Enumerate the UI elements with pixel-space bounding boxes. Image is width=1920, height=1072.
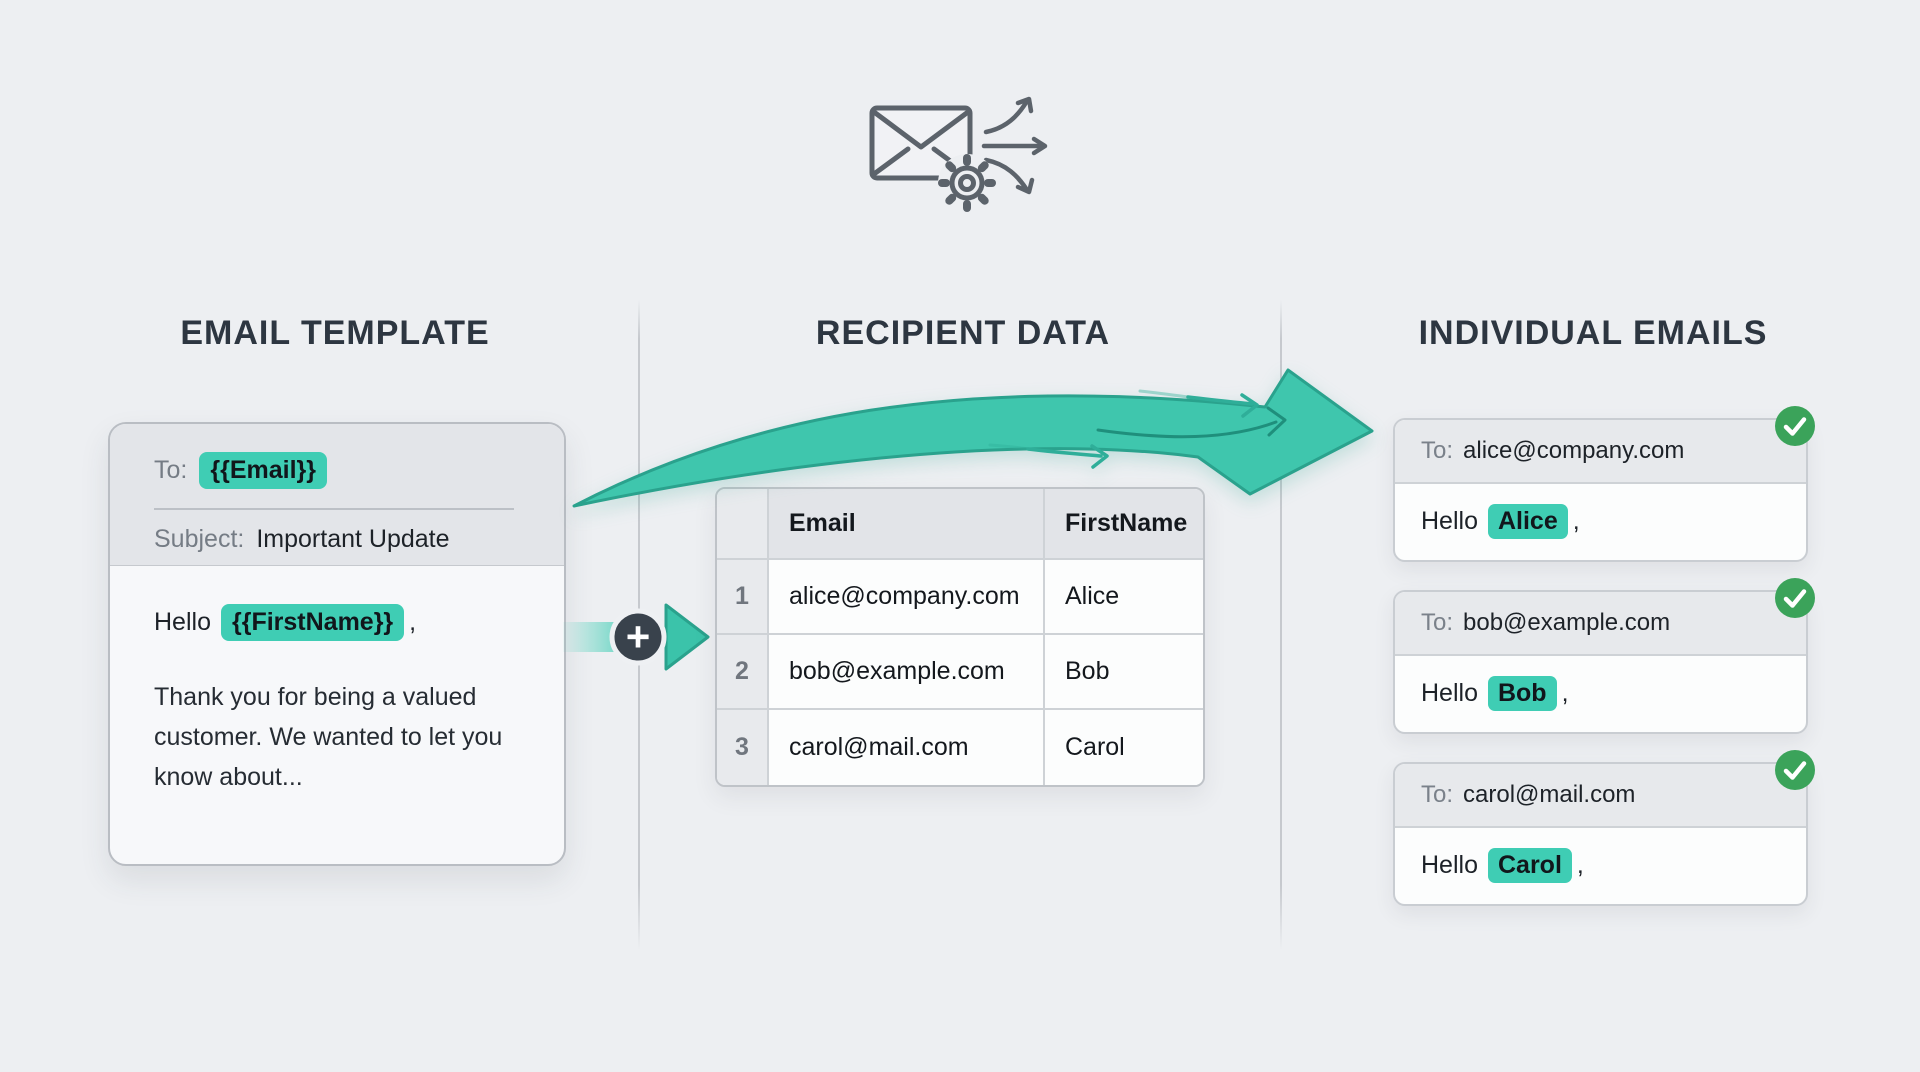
to-label: To: (1421, 437, 1454, 464)
to-value: bob@example.com (1463, 609, 1671, 636)
heading-email-template: EMAIL TEMPLATE (180, 314, 490, 352)
check-icon (1783, 589, 1807, 608)
email-card-header: To: bob@example.com (1395, 592, 1806, 656)
greeting-prefix: Hello (1421, 850, 1478, 879)
recipient-table: Email FirstName 1 alice@company.com Alic… (715, 487, 1205, 787)
heading-recipient-data: RECIPIENT DATA (815, 314, 1111, 352)
email-card-body: Hello Bob , (1395, 656, 1806, 730)
email-template-card: To: {{Email}} Subject: Important Update H… (108, 422, 566, 866)
subject-label: Subject: (154, 525, 245, 553)
greeting-suffix: , (1561, 678, 1569, 707)
flow-hint-arrow-lower (988, 443, 1109, 469)
merged-name-chip: Alice (1487, 503, 1568, 539)
gear-icon (938, 154, 996, 212)
greeting-prefix: Hello (1421, 506, 1478, 535)
email-card-carol: To: carol@mail.com Hello Carol , (1393, 750, 1815, 906)
success-badge (1775, 750, 1815, 790)
template-card-body: Hello {{FirstName}} , Thank you for bein… (110, 566, 564, 797)
firstname-variable-chip: {{FirstName}} (220, 604, 405, 641)
column-header-email: Email (769, 489, 1045, 560)
greeting-suffix: , (409, 608, 417, 636)
header-divider (154, 508, 514, 510)
row-number: 1 (717, 560, 769, 635)
plus-icon (609, 608, 667, 666)
to-label: To: (154, 456, 188, 484)
corner-cell (717, 489, 769, 560)
cell-email: bob@example.com (769, 635, 1045, 710)
flow-hint-arrow-upper (1138, 389, 1259, 418)
to-value: alice@company.com (1463, 437, 1685, 464)
template-card-header: To: {{Email}} Subject: Important Update (110, 424, 564, 566)
merge-flow-inner-arrow (1096, 406, 1287, 439)
section-divider-right (1280, 300, 1282, 950)
cell-firstname: Alice (1045, 560, 1203, 635)
connector-band (563, 622, 617, 652)
plus-glyph: + (626, 613, 651, 660)
merge-flow-arrow-body (572, 368, 1374, 508)
heading-individual-emails: INDIVIDUAL EMAILS (1418, 314, 1768, 352)
merge-connector: + (563, 603, 710, 671)
column-header-firstname: FirstName (1045, 489, 1203, 560)
success-badge (1775, 578, 1815, 618)
email-card-body: Hello Carol , (1395, 828, 1806, 902)
greeting-suffix: , (1576, 850, 1584, 879)
to-value: carol@mail.com (1463, 781, 1636, 808)
subject-value: Important Update (256, 525, 450, 553)
check-icon (1783, 761, 1807, 780)
greeting-prefix: Hello (1421, 678, 1478, 707)
fanout-arrows-icon (981, 96, 1048, 195)
email-card-body: Hello Alice , (1395, 484, 1806, 558)
email-card-alice: To: alice@company.com Hello Alice , (1393, 406, 1815, 562)
success-badge (1775, 406, 1815, 446)
email-card-bob: To: bob@example.com Hello Bob , (1393, 578, 1815, 734)
merged-name-chip: Bob (1487, 675, 1557, 711)
email-variable-chip: {{Email}} (199, 452, 327, 489)
mail-merge-icon (869, 96, 1048, 212)
greeting-suffix: , (1572, 506, 1580, 535)
to-label: To: (1421, 609, 1454, 636)
row-number: 2 (717, 635, 769, 710)
check-icon (1783, 417, 1807, 436)
row-number: 3 (717, 710, 769, 785)
merged-name-chip: Carol (1487, 847, 1572, 883)
cell-firstname: Bob (1045, 635, 1203, 710)
email-card-header: To: alice@company.com (1395, 420, 1806, 484)
cell-firstname: Carol (1045, 710, 1203, 785)
cell-email: carol@mail.com (769, 710, 1045, 785)
greeting-prefix: Hello (154, 608, 211, 636)
to-label: To: (1421, 781, 1454, 808)
email-card-header: To: carol@mail.com (1395, 764, 1806, 828)
template-body-text: Thank you for being a valued customer. W… (154, 683, 503, 791)
cell-email: alice@company.com (769, 560, 1045, 635)
connector-arrowhead (664, 603, 710, 671)
